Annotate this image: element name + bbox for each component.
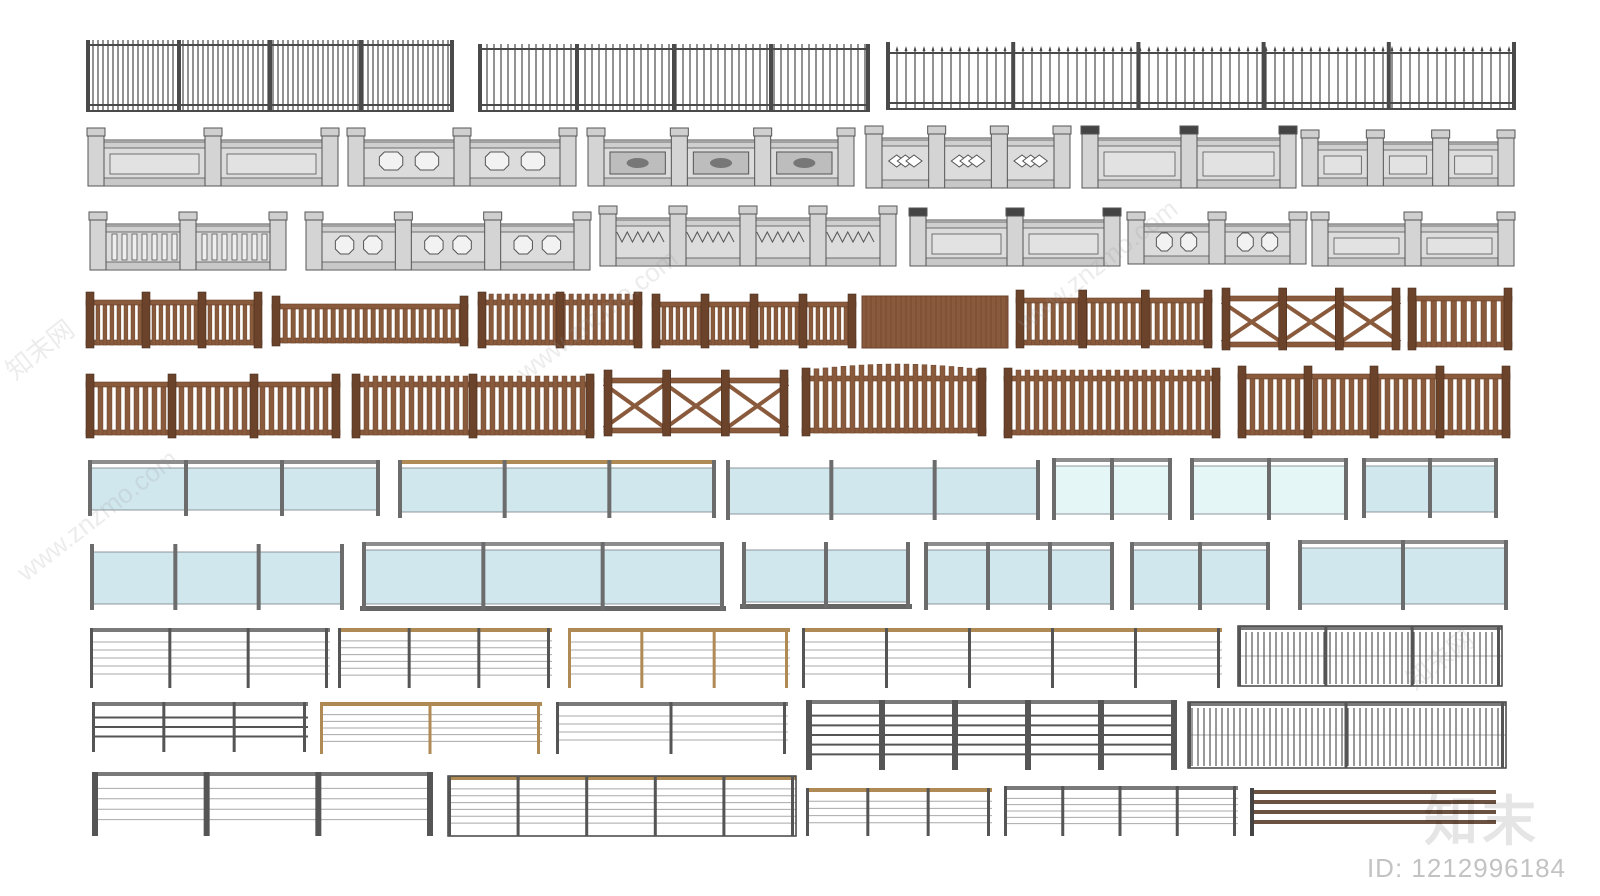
iron-fence bbox=[886, 42, 1516, 110]
wood-railing bbox=[1407, 287, 1513, 351]
stone-balustrade bbox=[88, 211, 288, 271]
cable-railing bbox=[806, 788, 992, 836]
glass-railing bbox=[1190, 458, 1348, 520]
wood-railing bbox=[1015, 289, 1213, 349]
cable-railing bbox=[320, 702, 542, 754]
stone-balustrade bbox=[304, 211, 592, 271]
wood-railing bbox=[1220, 287, 1402, 351]
wood-railing bbox=[1237, 365, 1511, 439]
curved-picket-panel bbox=[1191, 708, 1499, 766]
bench-slats bbox=[1250, 788, 1496, 836]
stone-balustrade bbox=[1080, 125, 1298, 189]
image-id-label: ID: 1212996184 bbox=[1366, 853, 1566, 883]
wood-railing bbox=[271, 295, 469, 347]
glass-railing bbox=[398, 460, 716, 518]
stone-balustrade bbox=[1126, 211, 1308, 265]
glass-railing bbox=[740, 542, 912, 609]
stone-balustrade bbox=[1300, 129, 1516, 187]
iron-fence bbox=[478, 44, 870, 112]
wood-railing bbox=[801, 363, 987, 437]
glass-railing bbox=[360, 542, 726, 611]
cable-railing bbox=[806, 700, 1177, 770]
stone-balustrade bbox=[1310, 211, 1516, 267]
iron-fence bbox=[86, 40, 454, 112]
glass-railing bbox=[1130, 542, 1270, 610]
glass-railing bbox=[726, 460, 1040, 520]
cable-railing bbox=[338, 628, 552, 688]
wood-railing bbox=[651, 293, 857, 349]
cable-railing bbox=[92, 772, 433, 836]
stone-balustrade bbox=[598, 205, 898, 267]
cable-railing bbox=[92, 702, 308, 752]
wood-railing bbox=[85, 291, 263, 349]
cable-railing bbox=[1004, 786, 1238, 836]
glass-railing bbox=[1362, 458, 1498, 518]
glass-railing bbox=[1298, 540, 1508, 610]
cable-railing bbox=[90, 628, 330, 688]
wood-railing bbox=[1003, 367, 1221, 439]
stone-balustrade bbox=[908, 207, 1122, 267]
wood-railing bbox=[351, 373, 595, 439]
cable-railing bbox=[802, 628, 1222, 688]
glass-railing bbox=[88, 460, 380, 516]
cable-railing bbox=[568, 628, 790, 688]
stone-balustrade bbox=[346, 127, 578, 187]
wood-railing bbox=[477, 291, 643, 349]
glass-railing bbox=[1052, 458, 1172, 520]
cable-railing bbox=[447, 775, 797, 837]
stone-balustrade bbox=[864, 125, 1072, 189]
wood-railing bbox=[861, 295, 1009, 349]
wood-railing bbox=[85, 373, 341, 439]
glass-railing bbox=[90, 544, 344, 610]
stone-balustrade bbox=[586, 127, 856, 187]
wood-railing bbox=[602, 369, 790, 437]
steel-picket-panel bbox=[1239, 632, 1499, 684]
cable-railing bbox=[1187, 701, 1507, 769]
glass-railing bbox=[924, 542, 1114, 610]
stone-balustrade bbox=[86, 127, 340, 187]
watermark-logo: 知末 bbox=[1424, 790, 1540, 853]
cable-railing bbox=[556, 702, 788, 754]
